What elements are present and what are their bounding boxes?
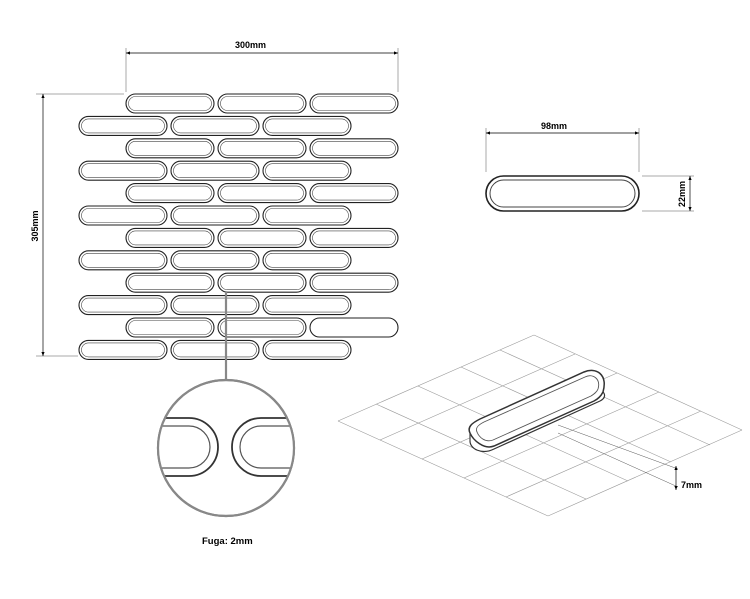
mosaic-tile — [170, 115, 260, 136]
joint-detail: Fuga: 2mm — [156, 292, 296, 547]
mosaic-tile — [125, 93, 215, 114]
mosaic-tile — [78, 339, 168, 360]
isometric-view: 7mm — [337, 334, 743, 517]
floor-grid — [337, 334, 743, 517]
sheet-height-label: 305mm — [30, 210, 40, 241]
sheet-height-dimension: 305mm — [30, 93, 124, 357]
sheet-width-label: 300mm — [235, 40, 266, 50]
tile-thickness-label: 7mm — [681, 480, 702, 490]
mosaic-tile — [125, 183, 215, 204]
mosaic-sheet — [78, 93, 399, 360]
mosaic-tile — [78, 160, 168, 181]
mosaic-tile — [217, 317, 307, 338]
mosaic-tile — [78, 250, 168, 271]
mosaic-tile — [262, 339, 352, 360]
mosaic-tile — [262, 205, 352, 226]
mosaic-tile — [217, 227, 307, 248]
mosaic-tile — [262, 295, 352, 316]
mosaic-tile — [170, 250, 260, 271]
mosaic-tile — [170, 339, 260, 360]
isometric-tile — [468, 369, 606, 453]
tile-length-label: 98mm — [541, 121, 567, 131]
mosaic-tile — [309, 227, 399, 248]
tile-width-label: 22mm — [677, 181, 687, 207]
sheet-width-dimension: 300mm — [125, 40, 399, 92]
mosaic-tile — [78, 295, 168, 316]
detail-magnified-tiles — [158, 417, 294, 477]
mosaic-tile — [309, 183, 399, 204]
mosaic-tile — [262, 160, 352, 181]
mosaic-tile — [170, 160, 260, 181]
mosaic-tile — [170, 205, 260, 226]
mosaic-tile — [309, 272, 399, 293]
mosaic-tile — [125, 317, 215, 338]
mosaic-tile — [78, 115, 168, 136]
mosaic-tile — [262, 115, 352, 136]
mosaic-tile — [78, 205, 168, 226]
mosaic-tile — [125, 272, 215, 293]
joint-label: Fuga: 2mm — [202, 536, 253, 547]
mosaic-tile — [217, 272, 307, 293]
mosaic-tile — [170, 295, 260, 316]
mosaic-tile — [125, 227, 215, 248]
mosaic-tile — [217, 183, 307, 204]
tile-top-view: 98mm 22mm — [485, 121, 694, 212]
mosaic-tile — [309, 93, 399, 114]
mosaic-tile — [125, 138, 215, 159]
tile-outline — [485, 175, 640, 212]
mosaic-tile — [309, 138, 399, 159]
tile-glaze-edge — [489, 179, 636, 208]
mosaic-tile — [262, 250, 352, 271]
mosaic-tile — [309, 317, 399, 338]
mosaic-tile — [217, 138, 307, 159]
mosaic-tile — [217, 93, 307, 114]
tile-thickness-dimension: 7mm — [557, 424, 702, 490]
